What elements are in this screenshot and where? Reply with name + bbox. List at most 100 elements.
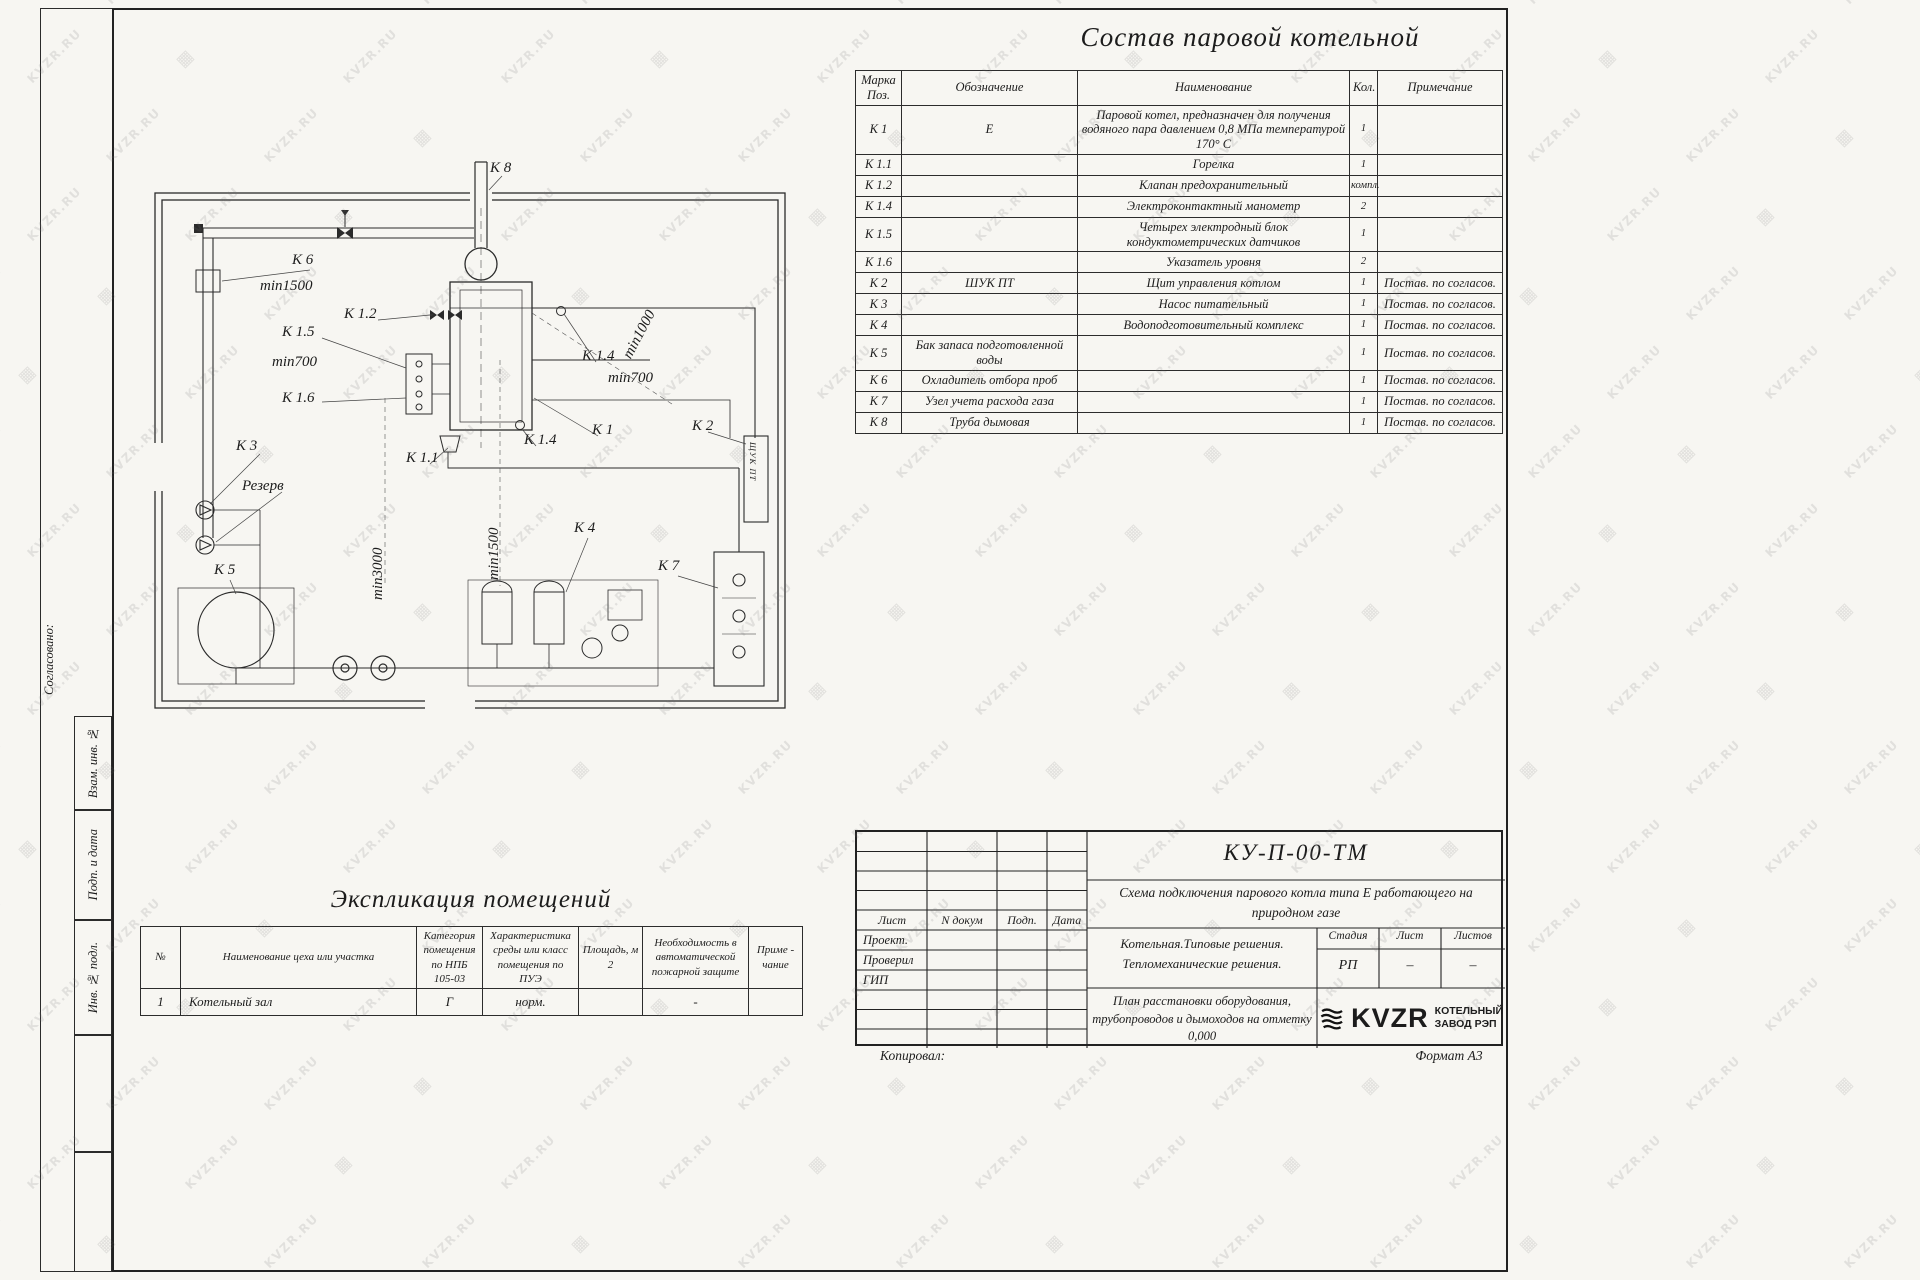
eq-name (1077, 411, 1350, 434)
table-row: К 1 Е Паровой котел, предназначен для по… (855, 104, 1503, 155)
eq-designation (901, 293, 1078, 316)
margin-box-podp: Подп. и дата (74, 810, 112, 920)
eq-qty: 1 (1349, 390, 1378, 413)
eq-name: Горелка (1077, 153, 1350, 176)
eq-qty: 1 (1349, 153, 1378, 176)
eq-note: Постав. по согласов. (1377, 272, 1503, 295)
label-k1-1: К 1.1 (406, 450, 439, 466)
ex-header-category: Категория помещения по НПБ 105-03 (416, 925, 483, 990)
eq-qty: 1 (1349, 411, 1378, 434)
eq-note: Постав. по согласов. (1377, 335, 1503, 371)
ex-header-note: Приме - чание (748, 925, 803, 990)
label-k1-5: К 1.5 (282, 324, 315, 340)
eq-mark: К 1.1 (855, 153, 902, 176)
label-rezerv: Резерв (242, 478, 284, 494)
eq-note: Постав. по согласов. (1377, 293, 1503, 316)
agreed-label: Согласовано: (42, 623, 56, 695)
eq-qty: 1 (1349, 104, 1378, 155)
eq-note: Постав. по согласов. (1377, 411, 1503, 434)
eq-header-note: Примечание (1377, 70, 1503, 106)
eq-designation: Узел учета расхода газа (901, 390, 1078, 413)
company-name-line2: ЗАВОД РЭП (1434, 1018, 1497, 1030)
sheets-value: – (1469, 958, 1477, 973)
label-k6: К 6 (292, 252, 314, 268)
label-k4: К 4 (574, 520, 596, 536)
eq-name: Указатель уровня (1077, 251, 1350, 274)
ex-header-name: Наименование цеха или участка (180, 925, 417, 990)
schematic-plan: К 8 К 6 min1500 К 1.2 К 1.5 min700 К 1.6… (130, 148, 820, 738)
margin-box-empty-2 (74, 1152, 112, 1272)
eq-mark: К 5 (855, 335, 902, 371)
label-k3: К 3 (236, 438, 258, 454)
eq-mark: К 3 (855, 293, 902, 316)
company-name: КОТЕЛЬНЫЙ ЗАВОД РЭП (1435, 1005, 1503, 1031)
eq-designation (901, 314, 1078, 337)
role-design: Проект. (863, 933, 909, 947)
document-number: КУ-П-00-ТМ (1223, 840, 1369, 865)
label-k1-4-a: К 1.4 (524, 432, 557, 448)
label-k7: К 7 (658, 558, 680, 574)
eq-header-qty: Кол. (1349, 70, 1378, 106)
ex-name: Котельный зал (180, 988, 417, 1017)
company-brand: KVZR КОТЕЛЬНЫЙ ЗАВОД РЭП (1319, 990, 1503, 1046)
eq-note (1377, 174, 1503, 197)
label-k1-6: К 1.6 (282, 390, 315, 406)
eq-name: Водоподготовительный комплекс (1077, 314, 1350, 337)
inv-label: Инв. № подл. (85, 941, 100, 1014)
eq-qty: 1 (1349, 293, 1378, 316)
ex-category: Г (416, 988, 483, 1017)
eq-designation (901, 153, 1078, 176)
equipment-header-row: Марка Поз. Обозначение Наименование Кол.… (855, 70, 1503, 106)
eq-mark: К 8 (855, 411, 902, 434)
eq-name: Клапан предохранительный (1077, 174, 1350, 197)
kvzr-logo-text: KVZR (1351, 1002, 1429, 1033)
eq-name: Электроконтактный манометр (1077, 195, 1350, 218)
eq-mark: К 1 (855, 104, 902, 155)
label-k8: К 8 (490, 160, 512, 176)
table-row: К 3 Насос питательный 1 Постав. по согла… (855, 293, 1503, 316)
eq-mark: К 4 (855, 314, 902, 337)
explication-title: Экспликация помещений (330, 886, 612, 913)
margin-box-empty-1 (74, 1035, 112, 1152)
kvzr-logo-icon (1320, 1008, 1343, 1030)
explication-header-row: № Наименование цеха или участка Категори… (140, 925, 803, 990)
eq-mark: К 1.5 (855, 216, 902, 253)
ex-num: 1 (140, 988, 181, 1017)
label-min1500-top: min1500 (260, 278, 313, 294)
eq-designation: Е (901, 104, 1078, 155)
vzam-label: Взам. инв. № (85, 727, 100, 799)
ex-area (578, 988, 643, 1017)
table-row: 1 Котельный зал Г норм. - (140, 988, 803, 1017)
table-row: К 8 Труба дымовая 1 Постав. по согласов. (855, 411, 1503, 434)
eq-note (1377, 251, 1503, 274)
eq-mark: К 1.4 (855, 195, 902, 218)
eq-designation (901, 195, 1078, 218)
label-k2: К 2 (692, 418, 714, 434)
company-name-line1: КОТЕЛЬНЫЙ (1434, 1004, 1503, 1017)
eq-note (1377, 195, 1503, 218)
drawing-title: Состав паровой котельной (1080, 22, 1420, 52)
eq-name: Четырех электродный блок кондуктометриче… (1077, 216, 1350, 253)
eq-note (1377, 104, 1503, 155)
stamp-col-doc: N докум (941, 913, 983, 927)
role-checked: Проверил (863, 953, 914, 967)
eq-designation: ШУК ПТ (901, 272, 1078, 295)
eq-mark: К 2 (855, 272, 902, 295)
sheet-value: – (1406, 958, 1414, 973)
eq-mark: К 1.2 (855, 174, 902, 197)
margin-box-vzam: Взам. инв. № (74, 716, 112, 810)
table-row: К 1.2 Клапан предохранительный компл. (855, 174, 1503, 197)
eq-header-name: Наименование (1077, 70, 1350, 106)
table-row: К 5 Бак запаса подготовленной воды 1 Пос… (855, 335, 1503, 371)
label-min700-right: min700 (608, 370, 653, 386)
plan-title: План расстановки оборудования, трубопров… (1092, 994, 1312, 1043)
format-label: Формат А3 (1415, 1048, 1483, 1063)
margin-box-inv: Инв. № подл. (74, 920, 112, 1035)
eq-qty: 2 (1349, 195, 1378, 218)
title-block: КУ-П-00-ТМ Схема подключения парового ко… (855, 830, 1505, 1048)
eq-header-designation: Обозначение (901, 70, 1078, 106)
label-k1-2: К 1.2 (344, 306, 377, 322)
ex-fire: - (642, 988, 749, 1017)
eq-name: Паровой котел, предназначен для получени… (1077, 104, 1350, 155)
